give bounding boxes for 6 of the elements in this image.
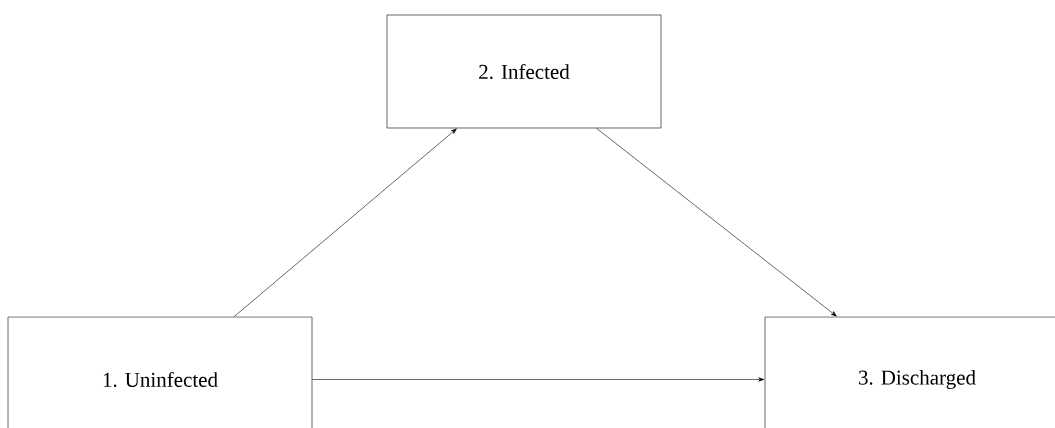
arrow [233,128,457,317]
state-box: 3. Discharged [764,316,1055,428]
state-box: 1. Uninfected [7,316,313,428]
arrow [312,377,765,382]
state-box: 2. Infected [386,14,662,129]
arrow [596,128,837,317]
